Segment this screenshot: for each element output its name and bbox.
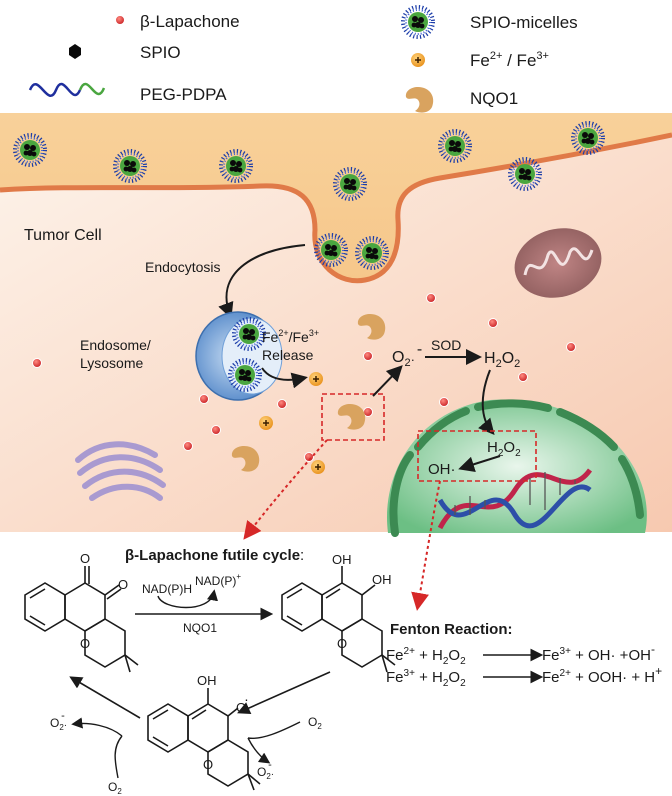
lapachone-legend-icon bbox=[115, 15, 125, 25]
golgi-apparatus bbox=[75, 441, 166, 501]
oxidation-arrow-2 bbox=[69, 676, 141, 719]
semiquinone-structure bbox=[147, 688, 261, 791]
micelle-legend-icon bbox=[401, 5, 435, 39]
lapachone-dot bbox=[211, 425, 221, 435]
legend: β-Lapachone SPIO PEG-PDPA SPIO-micelles … bbox=[28, 5, 578, 113]
fe-ion bbox=[258, 415, 274, 431]
cell-membrane bbox=[0, 132, 672, 284]
fenton-reactants-2: Fe3+ + H2O2 bbox=[386, 668, 466, 689]
lapachone-dot bbox=[304, 452, 314, 462]
lapachone-dot bbox=[183, 441, 193, 451]
fenton-reactants-1: Fe2+ + H2O2 bbox=[386, 646, 466, 667]
sod-label: SOD bbox=[431, 337, 461, 353]
semiquinone-ring-o: O bbox=[203, 757, 213, 772]
fe-release-label-line1: Fe2+/Fe3+ bbox=[262, 328, 319, 345]
fenton-title: Fenton Reaction: bbox=[390, 621, 513, 638]
superoxide-release-arrow-2 bbox=[71, 717, 123, 737]
lapachone-dot bbox=[363, 351, 373, 361]
semiquinone-o-radical: O· bbox=[236, 691, 249, 715]
legend-micelles-label: SPIO-micelles bbox=[470, 13, 578, 32]
dna-helix bbox=[437, 468, 593, 530]
oxidation-arrow-1 bbox=[237, 671, 331, 714]
superoxide-release-arrow-1 bbox=[247, 737, 271, 764]
futile-cycle-title: β-Lapachone futile cycle: bbox=[125, 547, 304, 564]
lapachone-dot bbox=[32, 358, 42, 368]
fe-ion-legend-icon bbox=[410, 52, 426, 68]
fenton-products-1: Fe3+ + OH· +OH- bbox=[542, 642, 655, 664]
endocytosis-label: Endocytosis bbox=[145, 259, 220, 275]
legend-spio-label: SPIO bbox=[140, 43, 181, 62]
fe-release-label-line2: Release bbox=[262, 347, 314, 363]
cell-scene: Tumor Cell Endocytosis Endosome/ Lysosom… bbox=[0, 113, 672, 611]
superoxide-arrow bbox=[372, 365, 403, 397]
hydroquinone-oh-top: OH bbox=[332, 552, 352, 567]
endocytosis-arrow bbox=[218, 244, 306, 319]
o2-consumption-arrow-1 bbox=[247, 721, 301, 739]
nqo1-highlight-box bbox=[321, 393, 385, 441]
nucleus bbox=[386, 399, 647, 537]
legend-nqo1-label: NQO1 bbox=[470, 89, 518, 108]
nadp-label: NAD(P)+ bbox=[195, 572, 241, 588]
mitochondrion bbox=[514, 228, 602, 298]
lapachone-dot bbox=[439, 397, 449, 407]
superoxide-label: O2·- bbox=[392, 341, 422, 369]
hydroquinone-ring-o: O bbox=[337, 636, 347, 651]
lapachone-o-top: O bbox=[80, 551, 90, 566]
hydroxyl-arrow bbox=[458, 455, 501, 473]
endosome-label-line2: Lysosome bbox=[80, 355, 144, 371]
futile-cycle: β-Lapachone futile cycle: O O O NAD(P)H … bbox=[24, 547, 396, 796]
o2-label-left: O2 bbox=[108, 780, 122, 796]
legend-fe-label: Fe2+ / Fe3+ bbox=[470, 50, 549, 70]
fe-ion bbox=[310, 459, 326, 475]
fenton-products-2: Fe2+ + OOH· + H+ bbox=[542, 664, 662, 686]
fe-ion bbox=[308, 371, 324, 387]
lapachone-dot bbox=[566, 342, 576, 352]
nadph-curve-arrow bbox=[157, 589, 218, 609]
nqo1-legend-icon bbox=[405, 87, 434, 113]
hydroquinone-oh-right: OH bbox=[372, 572, 392, 587]
tumor-cell-label: Tumor Cell bbox=[24, 227, 102, 244]
legend-lapachone-label: β-Lapachone bbox=[140, 12, 240, 31]
endosome bbox=[195, 311, 283, 401]
lapachone-ring-o: O bbox=[80, 636, 90, 651]
semiquinone-oh: OH bbox=[197, 673, 217, 688]
fenton-highlight-box bbox=[417, 430, 537, 482]
lapachone-dot bbox=[277, 399, 287, 409]
legend-peg-label: PEG-PDPA bbox=[140, 85, 227, 104]
h2o2-label: H2O2 bbox=[484, 350, 520, 370]
h2o2-entry-arrow bbox=[478, 369, 495, 436]
fenton-reaction: Fenton Reaction: Fe2+ + H2O2 Fe3+ + OH· … bbox=[386, 621, 662, 689]
peg-pdpa-legend-icon bbox=[28, 82, 82, 98]
o2-consumption-arrow-2 bbox=[114, 735, 123, 779]
lapachone-dot bbox=[426, 293, 436, 303]
o2-label-right: O2 bbox=[308, 715, 322, 731]
hydroquinone-structure bbox=[281, 566, 396, 673]
spio-legend-icon bbox=[69, 44, 81, 59]
release-arrow bbox=[261, 367, 308, 389]
superoxide-label-left: O2·- bbox=[50, 710, 67, 732]
h2o2-nucleus-label: H2O2 bbox=[487, 439, 521, 459]
hydroxyl-label: OH· bbox=[428, 461, 456, 478]
lapachone-o-right: O bbox=[118, 577, 128, 592]
lapachone-structure bbox=[24, 566, 139, 673]
nqo1-cycle-label: NQO1 bbox=[183, 621, 217, 635]
endosome-label-line1: Endosome/ bbox=[80, 337, 151, 353]
lapachone-dot bbox=[488, 318, 498, 328]
peg-pdpa-legend-green-icon bbox=[78, 82, 106, 96]
lapachone-dot bbox=[199, 394, 209, 404]
futile-cycle-pointer bbox=[243, 439, 328, 540]
nadph-label: NAD(P)H bbox=[142, 582, 192, 596]
superoxide-label-right: O2·- bbox=[257, 759, 274, 781]
fenton-pointer bbox=[411, 480, 441, 611]
lapachone-dot bbox=[518, 372, 528, 382]
